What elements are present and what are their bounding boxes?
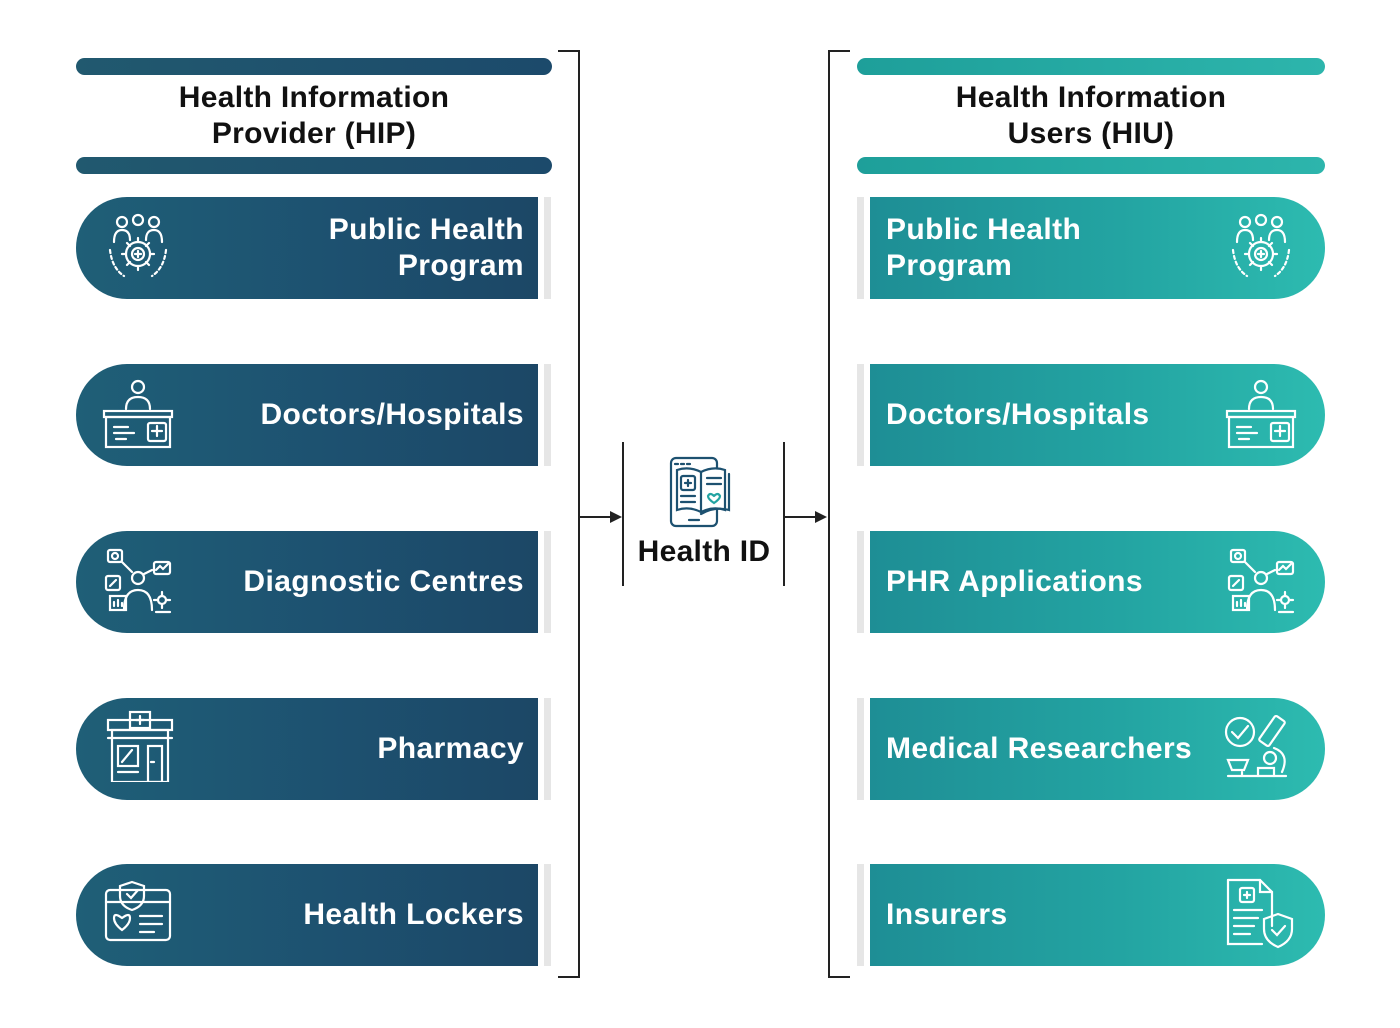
hiu-item-label: Medical Researchers bbox=[886, 732, 1193, 765]
hip-item-doctors-hospitals: Doctors/Hospitals bbox=[76, 364, 538, 466]
center-left-line bbox=[622, 442, 624, 586]
hip-item-accent bbox=[544, 698, 551, 800]
community-gear-icon bbox=[1225, 212, 1297, 284]
left-title-line2: Provider (HIP) bbox=[211, 117, 417, 150]
right-header-top-bar bbox=[857, 58, 1325, 75]
left-bracket-top-tick bbox=[558, 50, 580, 52]
hiu-item-label-line2: Program bbox=[886, 249, 1013, 282]
hip-item-label-line2: Program bbox=[397, 249, 524, 282]
hip-item-accent bbox=[544, 197, 551, 299]
hip-item-label: Doctors/Hospitals bbox=[260, 398, 524, 431]
health-record-tablet-icon bbox=[667, 456, 739, 530]
microscope-icon bbox=[1222, 712, 1294, 784]
hiu-item-doctors-hospitals: Doctors/Hospitals bbox=[870, 364, 1325, 466]
community-gear-icon bbox=[102, 212, 174, 284]
left-header-bottom-bar bbox=[76, 157, 552, 174]
hip-item-accent bbox=[544, 864, 551, 966]
hiu-item-accent bbox=[857, 698, 864, 800]
hip-item-accent bbox=[544, 531, 551, 633]
right-bracket-bottom-tick bbox=[828, 976, 850, 978]
insurance-document-icon bbox=[1222, 878, 1294, 950]
left-bracket-bottom-tick bbox=[558, 976, 580, 978]
left-title-line1: Health Information bbox=[178, 81, 450, 114]
left-header-top-bar bbox=[76, 58, 552, 75]
hiu-item-insurers: Insurers bbox=[870, 864, 1325, 966]
hip-item-pharmacy: Pharmacy bbox=[76, 698, 538, 800]
diagnostics-icon bbox=[1225, 546, 1297, 618]
hiu-item-label: PHR Applications bbox=[886, 565, 1143, 598]
right-bracket-line bbox=[828, 50, 830, 978]
hiu-item-accent bbox=[857, 197, 864, 299]
right-bracket-top-tick bbox=[828, 50, 850, 52]
health-card-icon bbox=[102, 878, 174, 950]
left-panel-title: Health Information Provider (HIP) bbox=[76, 80, 552, 152]
hiu-item-phr-applications: PHR Applications bbox=[870, 531, 1325, 633]
hip-item-diagnostic-centres: Diagnostic Centres bbox=[76, 531, 538, 633]
right-header-bottom-bar bbox=[857, 157, 1325, 174]
hip-item-accent bbox=[544, 364, 551, 466]
hiu-item-accent bbox=[857, 531, 864, 633]
hiu-item-label-line1: Public Health bbox=[886, 213, 1082, 246]
hiu-item-accent bbox=[857, 864, 864, 966]
hip-item-label: Health Lockers bbox=[303, 898, 524, 931]
left-bracket-line bbox=[578, 50, 580, 978]
hiu-item-label: Doctors/Hospitals bbox=[886, 398, 1150, 431]
center-right-line bbox=[783, 442, 785, 586]
doctor-desk-icon bbox=[102, 377, 174, 449]
doctor-desk-icon bbox=[1225, 377, 1297, 449]
hiu-item-label: Insurers bbox=[886, 898, 1008, 931]
arrow-to-health-id bbox=[580, 511, 622, 523]
arrow-to-hiu bbox=[785, 511, 827, 523]
hip-item-label: Diagnostic Centres bbox=[243, 565, 524, 598]
hip-item-label-line1: Public Health bbox=[328, 213, 524, 246]
right-panel-title: Health Information Users (HIU) bbox=[857, 80, 1325, 152]
hiu-item-medical-researchers: Medical Researchers bbox=[870, 698, 1325, 800]
right-title-line1: Health Information bbox=[955, 81, 1227, 114]
hip-item-label: Pharmacy bbox=[377, 732, 524, 765]
right-title-line2: Users (HIU) bbox=[1007, 117, 1175, 150]
diagnostics-icon bbox=[102, 546, 174, 618]
hiu-item-accent bbox=[857, 364, 864, 466]
health-id-label: Health ID bbox=[637, 535, 771, 568]
pharmacy-store-icon bbox=[104, 710, 176, 784]
